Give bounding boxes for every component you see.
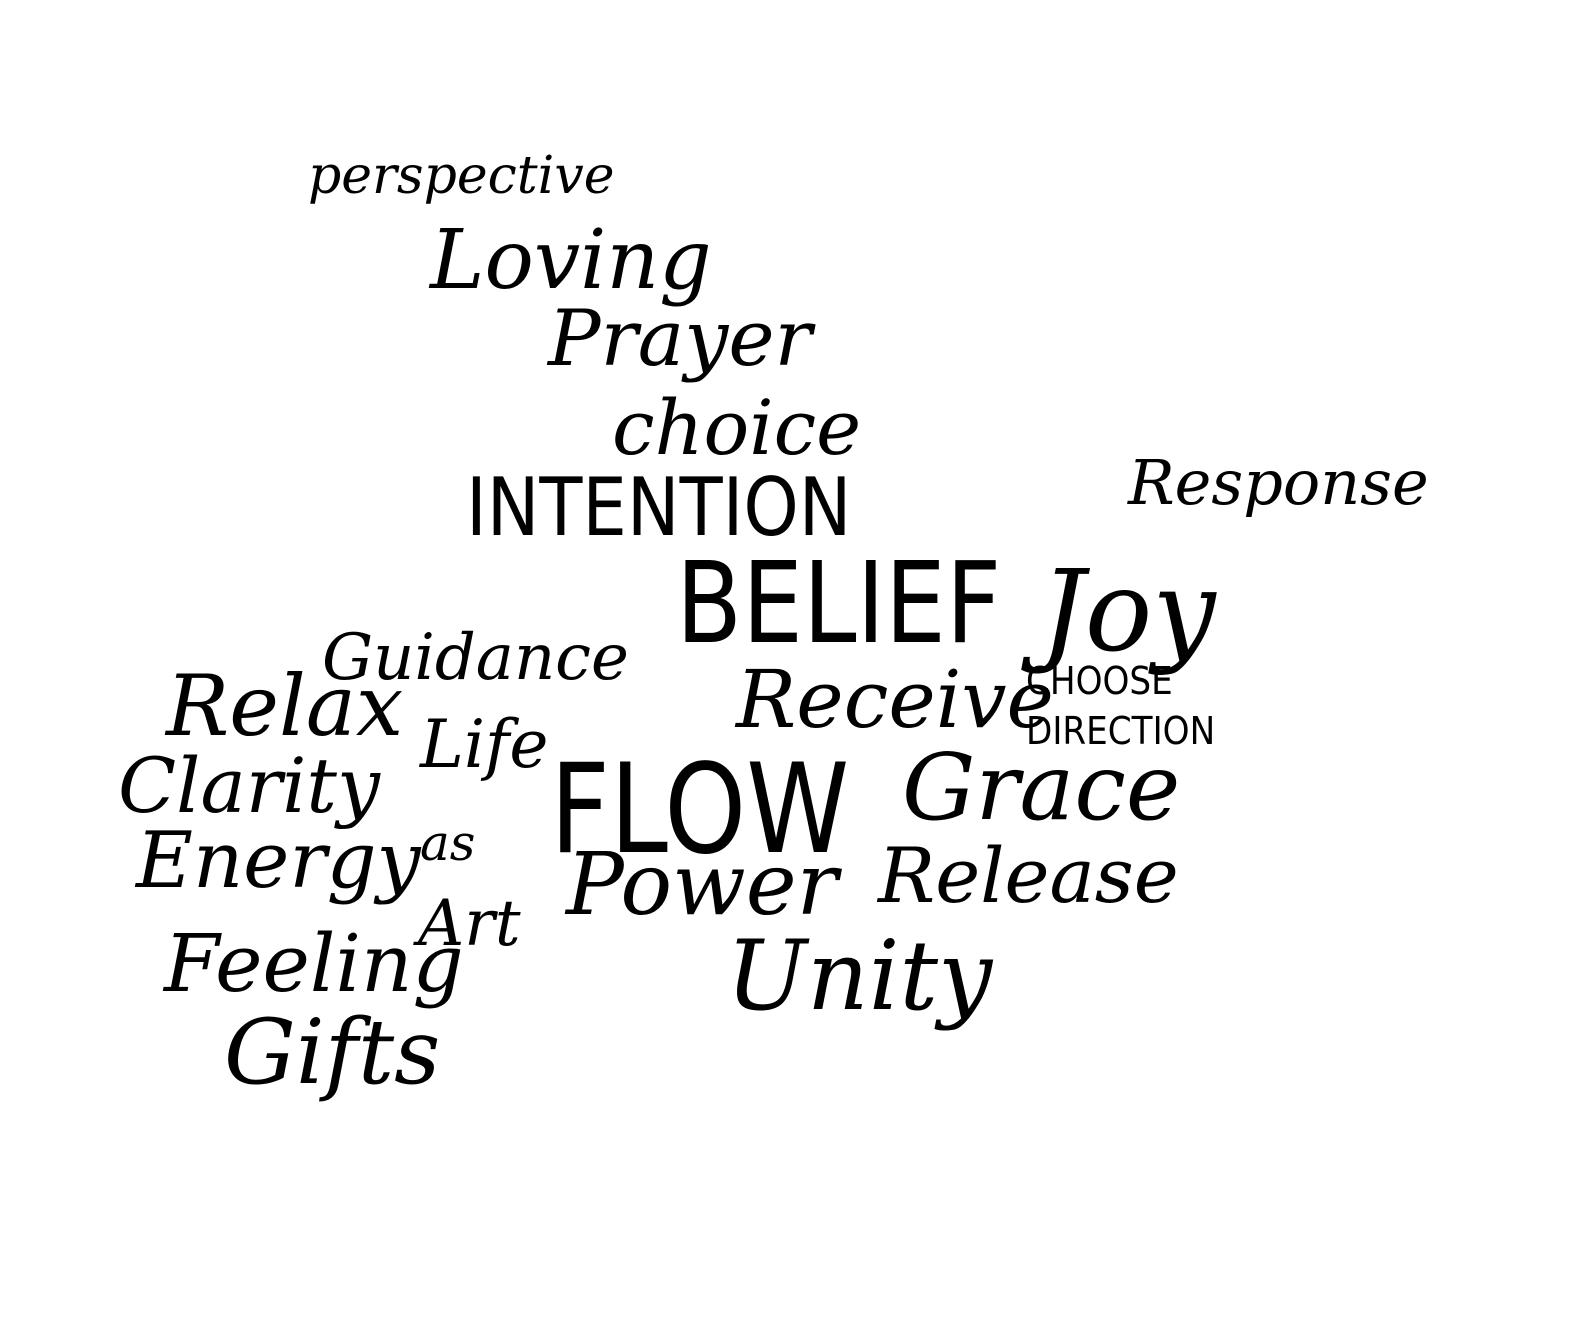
word-flow: FLOW — [550, 738, 850, 882]
word-unity: Unity — [726, 920, 993, 1032]
word-response: Response — [1128, 446, 1429, 519]
word-life: Life — [420, 706, 549, 783]
word-loving: Loving — [430, 213, 712, 308]
word-perspective: perspective — [308, 146, 615, 206]
word-art: Art — [418, 887, 521, 961]
word-guidance: Guidance — [322, 621, 629, 695]
word-grace: Grace — [902, 734, 1181, 841]
word-power: Power — [566, 835, 838, 935]
word-intention: INTENTION — [466, 461, 852, 554]
word-choice: choice — [612, 383, 862, 472]
word-as: as — [420, 814, 476, 872]
word-feeling: Feeling — [164, 917, 464, 1010]
word-release: Release — [878, 831, 1179, 920]
word-joy: Joy — [1040, 547, 1216, 677]
word-clarity: Clarity — [118, 741, 380, 830]
word-energy: Energy — [136, 816, 421, 906]
word-receive: Receive — [736, 653, 1054, 746]
word-belief: BELIEF — [676, 539, 1002, 669]
word-choose: CHOOSE — [1026, 659, 1173, 703]
word-relax: Relax — [166, 657, 404, 755]
word-direction: DIRECTION — [1026, 709, 1216, 753]
word-prayer: Prayer — [548, 294, 812, 384]
word-gifts: Gifts — [224, 1000, 441, 1105]
